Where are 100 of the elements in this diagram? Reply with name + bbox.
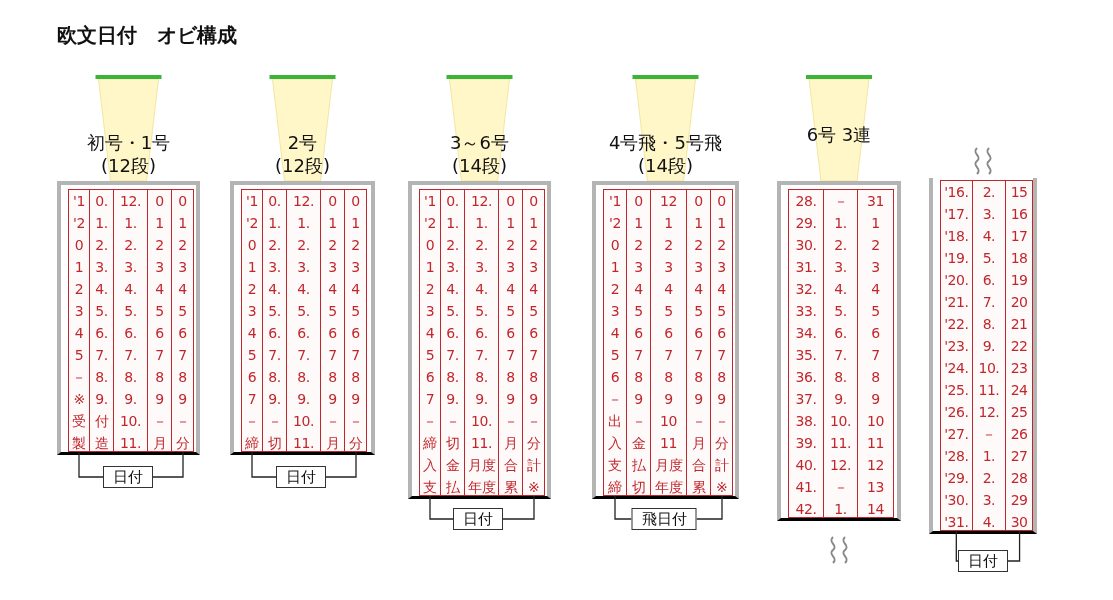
- band-character: 12.: [292, 192, 315, 211]
- band-character: 2.: [123, 236, 138, 255]
- band-character: 1: [716, 214, 727, 233]
- band-character: 5: [505, 302, 516, 321]
- band-character: －: [444, 412, 461, 431]
- band-character: 入: [422, 456, 438, 475]
- band-character: 10.: [829, 412, 852, 431]
- model-heading: 4号飛・5号飛: [609, 131, 722, 154]
- band-character: 9.: [94, 390, 109, 409]
- band-character: 3: [609, 302, 621, 321]
- band-character: 7.: [123, 346, 138, 365]
- type-band: [345, 189, 367, 452]
- band-character: 4: [609, 324, 621, 343]
- band-character: 7.: [94, 346, 109, 365]
- band-character: 5.: [123, 302, 138, 321]
- band-character: 4.: [474, 280, 489, 299]
- band-character: 7.: [981, 293, 997, 312]
- band-character: 10.: [119, 412, 142, 431]
- band-character: 0: [716, 192, 727, 211]
- type-band: [241, 189, 263, 452]
- band-character: 8: [633, 368, 644, 387]
- band-character: 5: [870, 302, 881, 321]
- band-character: 5.: [94, 302, 109, 321]
- band-character: 11.: [292, 434, 315, 453]
- type-band: [788, 189, 824, 518]
- band-character: 12.: [470, 192, 493, 211]
- band-character: 7: [246, 390, 258, 409]
- band-character: 6.: [474, 324, 489, 343]
- bracket-line: [502, 495, 535, 520]
- model-heading: 3～6号: [450, 131, 509, 154]
- band-character: －: [525, 412, 542, 431]
- band-character: 4: [246, 324, 258, 343]
- band-character: 10.: [470, 412, 493, 431]
- band-character: 3: [327, 258, 338, 277]
- band-character: 8: [154, 368, 165, 387]
- type-band: [90, 189, 114, 452]
- band-character: 5: [633, 302, 644, 321]
- band-character: 0.: [267, 192, 282, 211]
- band-character: 8: [663, 368, 674, 387]
- band-character: 5: [350, 302, 361, 321]
- band-character: 3: [693, 258, 704, 277]
- band-character: 9: [505, 390, 516, 409]
- band-character: 7.: [267, 346, 282, 365]
- band-character: 3: [424, 302, 436, 321]
- type-band: [687, 189, 711, 496]
- band-character: '23.: [943, 337, 970, 356]
- type-band: [419, 189, 441, 496]
- band-character: 16: [1009, 205, 1029, 224]
- band-character: 6: [350, 324, 361, 343]
- band-character: 8.: [833, 368, 848, 387]
- band-character: 金: [630, 434, 647, 453]
- model-heading: 初号・1号: [86, 131, 171, 154]
- band-character: 5.: [833, 302, 848, 321]
- band-character: 5.: [267, 302, 282, 321]
- band-character: 8.: [296, 368, 311, 387]
- band-character: 3: [154, 258, 165, 277]
- band-character: 9: [870, 390, 881, 409]
- band-character: 6.: [296, 324, 311, 343]
- type-band: [824, 189, 858, 518]
- type-band: [972, 180, 1007, 531]
- band-character: '25.: [943, 381, 970, 400]
- band-character: 23: [1009, 359, 1029, 378]
- band-character: 42.: [794, 500, 818, 519]
- band-character: 0: [609, 236, 621, 255]
- band-character: 4.: [296, 280, 311, 299]
- band-character: －: [832, 192, 849, 211]
- type-band: [627, 189, 651, 496]
- type-band: [465, 189, 499, 496]
- band-character: 3.: [296, 258, 311, 277]
- band-character: 2: [350, 236, 361, 255]
- bracket-line: [152, 451, 184, 478]
- band-character: 3: [716, 258, 727, 277]
- band-group-label: 日付: [958, 550, 1008, 572]
- band-character: 9: [350, 390, 361, 409]
- band-character: 4.: [981, 227, 997, 246]
- band-character: '17.: [943, 205, 970, 224]
- band-character: 月: [690, 434, 707, 453]
- band-character: 2: [528, 236, 539, 255]
- type-band: [263, 189, 287, 452]
- type-band: [68, 189, 90, 452]
- band-character: 4.: [833, 280, 848, 299]
- band-character: 30: [1009, 513, 1029, 532]
- band-character: 21: [1009, 315, 1029, 334]
- band-character: 3.: [267, 258, 282, 277]
- band-character: 7: [693, 346, 704, 365]
- band-character: 7.: [445, 346, 460, 365]
- band-character: 月度: [654, 456, 684, 475]
- type-band: [441, 189, 465, 496]
- band-character: 12: [659, 192, 678, 211]
- band-character: 9.: [833, 390, 848, 409]
- band-character: 締: [607, 478, 623, 497]
- band-character: 3.: [123, 258, 138, 277]
- band-character: 39.: [794, 434, 818, 453]
- band-group-label: 日付: [453, 508, 503, 530]
- band-character: 1.: [267, 214, 282, 233]
- band-character: 3: [505, 258, 516, 277]
- band-character: 出: [607, 412, 623, 431]
- band-character: －: [832, 478, 849, 497]
- band-character: 6: [327, 324, 338, 343]
- band-character: 5: [663, 302, 674, 321]
